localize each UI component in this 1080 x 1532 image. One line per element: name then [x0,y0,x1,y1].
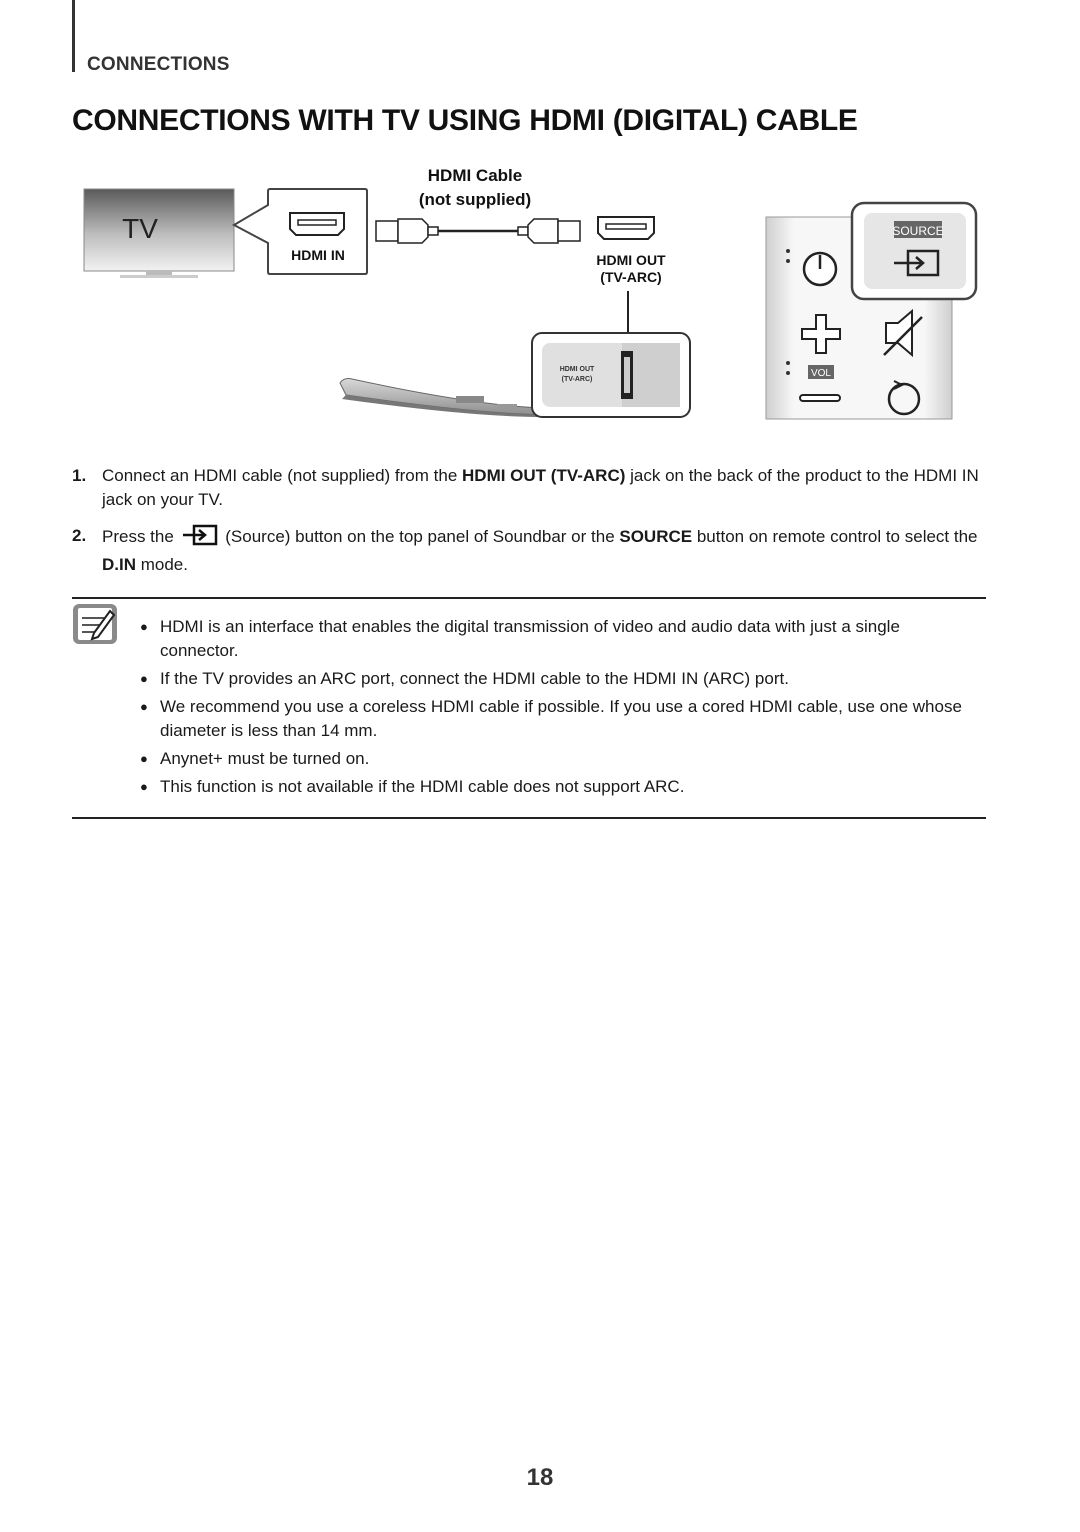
tv-illustration: TV [83,188,235,278]
power-icon [802,251,838,287]
repeat-icon [887,380,921,416]
side-rule [72,0,75,72]
section-label: CONNECTIONS [87,54,230,75]
note-item: Anynet+ must be turned on. [140,747,982,771]
plus-icon [801,314,841,354]
step-number: 1. [72,466,87,485]
note-box: HDMI is an interface that enables the di… [72,597,986,819]
hdmi-in-label: HDMI IN [291,247,345,263]
cable-label-line1: HDMI Cable [428,166,522,185]
mute-icon [883,308,923,358]
cable-label-line2: (not supplied) [419,190,531,209]
hdmi-out-label-line1: HDMI OUT [596,252,666,268]
soundbar-port-panel: HDMI OUT (TV-ARC) [531,332,691,418]
note-icon [72,603,118,650]
note-item: This function is not available if the HD… [140,775,982,799]
hdmi-in-callout: HDMI IN [231,188,368,275]
soundbar-illustration [339,378,543,417]
vol-label: VOL [811,368,831,379]
step-number: 2. [72,526,87,545]
source-icon [181,524,219,553]
remote-control-illustration: VOL SOURCE [765,201,978,420]
note-item: HDMI is an interface that enables the di… [140,615,982,663]
panel-port-line1: HDMI OUT [560,366,595,373]
connection-diagram: TV HDMI IN HDMI Cable (not supplied) [72,155,992,435]
panel-port-line2: (TV-ARC) [562,376,593,383]
page-title: CONNECTIONS WITH TV USING HDMI (DIGITAL)… [72,104,858,137]
tv-label: TV [122,213,158,244]
note-item: If the TV provides an ARC port, connect … [140,667,982,691]
note-item: We recommend you use a coreless HDMI cab… [140,695,982,743]
step-1: 1. Connect an HDMI cable (not supplied) … [72,464,984,512]
hdmi-out-label-line2: (TV-ARC) [600,269,661,285]
page-number: 18 [526,1464,554,1491]
step-text: Connect an HDMI cable (not supplied) fro… [102,466,979,509]
instruction-steps: 1. Connect an HDMI cable (not supplied) … [72,464,984,589]
step-text: Press the (Source) button on the top pan… [102,524,984,577]
source-button-icon [894,249,940,277]
source-label: SOURCE [892,224,943,238]
hdmi-port-icon [289,212,345,236]
hdmi-out-port-icon [597,216,655,240]
step-2: 2. Press the (Source) button on the top … [72,524,984,577]
notes-list: HDMI is an interface that enables the di… [140,615,982,803]
hdmi-cable-illustration [375,218,581,244]
